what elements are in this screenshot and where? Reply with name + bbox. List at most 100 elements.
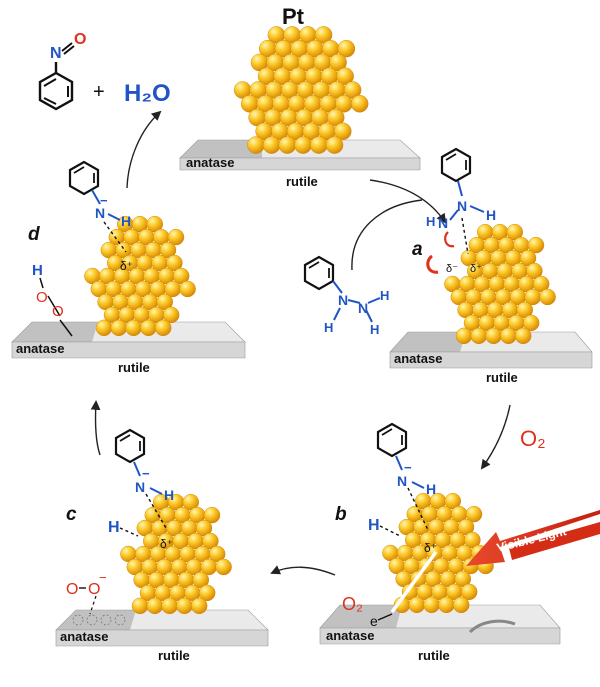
rutile-label: rutile — [486, 370, 518, 385]
pt-atom — [179, 280, 196, 298]
pt-atom — [336, 67, 354, 85]
vacancy-circles — [72, 614, 126, 626]
water-label: H₂O — [124, 80, 171, 107]
rutile-label: rutile — [286, 174, 318, 189]
nitrosobenzene: N O — [38, 31, 86, 111]
pt-atom — [167, 228, 185, 246]
pt-atom — [423, 596, 440, 614]
hydroxyl: H O O — [32, 262, 73, 337]
pt-atom — [327, 108, 345, 127]
reagent-H2: H — [370, 322, 379, 337]
step-c-label: c — [66, 504, 77, 525]
pt-atom — [539, 288, 556, 306]
surface-H: H — [108, 519, 139, 537]
products: N O + H₂O — [38, 31, 171, 111]
pt-cluster — [120, 493, 232, 615]
arrow-a-to-b — [480, 404, 511, 470]
step-b-label: b — [335, 504, 347, 525]
pt-cluster — [84, 215, 196, 337]
pt-title: Pt — [282, 4, 305, 29]
reagent-H3: H — [380, 288, 389, 303]
pt-atom — [500, 327, 517, 345]
reagent-H1: H — [324, 320, 333, 335]
pt-atom — [438, 596, 455, 614]
delta-plus: δ⁺ — [470, 263, 482, 275]
pt-atom — [176, 597, 193, 615]
pt-atom — [203, 506, 221, 524]
N1-atom: N — [457, 198, 467, 214]
delta-plus: δ⁺ — [424, 541, 437, 555]
pt-atom — [131, 597, 149, 615]
pt-atom — [337, 39, 356, 58]
OH-O: O — [36, 289, 48, 306]
step-d-label: d — [28, 224, 40, 245]
pt-atom — [527, 236, 545, 254]
step-a-label: a — [412, 239, 423, 260]
pt-atom — [190, 597, 208, 615]
plus-sign: + — [93, 81, 105, 103]
cycle-arrows — [90, 110, 511, 576]
rutile-label: rutile — [118, 360, 150, 375]
anatase-label: anatase — [16, 341, 64, 356]
anatase-label: anatase — [394, 351, 442, 366]
anatase-label: anatase — [186, 155, 234, 170]
pt-atom — [294, 136, 312, 154]
adsorbed-phenylhydrazine: N H N H δ⁻ δ⁺ — [426, 147, 496, 275]
H2-atom: H — [426, 214, 435, 229]
reagent-N1: N — [338, 292, 348, 308]
N-atom: N — [397, 473, 407, 489]
pt-atom — [526, 262, 543, 280]
reagent-N2: N — [358, 300, 368, 316]
electron-transfer: O₂ e — [342, 550, 438, 629]
N2-atom: N — [438, 215, 448, 231]
adsorbed-phenylhydrazine: N − H δ⁺ — [68, 160, 133, 273]
delta-plus: δ⁺ — [160, 537, 173, 551]
N-minus: − — [142, 466, 150, 481]
substrate-slab: anatase rutile — [389, 331, 593, 385]
top-bare-catalyst: anatase rutile Pt — [179, 4, 421, 189]
pt-atom — [461, 583, 478, 601]
pt-atom — [146, 597, 164, 615]
pt-atom — [325, 136, 344, 154]
anatase-label: anatase — [60, 629, 108, 644]
nitroso-O: O — [74, 31, 86, 48]
arrow-c-to-d — [90, 400, 101, 456]
pt-atom — [125, 319, 142, 337]
pt-atom — [314, 26, 333, 44]
superoxide-O1: O — [66, 581, 78, 598]
H-atom-surface: H — [368, 517, 380, 534]
pt-atom — [154, 319, 172, 337]
delta-plus: δ⁺ — [120, 259, 133, 273]
adsorbed-phenylhydrazine: N − H δ⁺ — [376, 422, 437, 555]
panel-b: b anatase rutile N − H δ⁺ H — [319, 422, 600, 663]
pt-atom — [470, 327, 487, 345]
substrate-slab: anatase rutile — [319, 604, 561, 663]
pt-atom — [278, 136, 297, 154]
H-atom: H — [164, 487, 174, 503]
N-atom: N — [135, 479, 145, 495]
pt-atom — [334, 122, 352, 141]
surface-H: H — [368, 517, 401, 537]
pt-cluster — [444, 223, 556, 345]
arrow-b-to-c — [270, 565, 336, 576]
pt-atom — [523, 314, 540, 332]
delta-minus: δ⁻ — [446, 263, 458, 275]
rutile-label: rutile — [158, 648, 190, 663]
panel-c: c anatase rutile N − H δ⁺ H — [55, 428, 269, 663]
pt-atom — [455, 327, 473, 345]
arrow-top-to-a — [369, 179, 447, 224]
H-atom: H — [486, 207, 496, 223]
pt-cluster — [233, 26, 369, 154]
superoxide-O2: O — [88, 581, 100, 598]
visible-light-arrow: Visible Light — [466, 510, 600, 566]
H-atom: H — [426, 481, 436, 497]
pt-cluster — [382, 492, 494, 614]
anatase-label: anatase — [326, 628, 374, 643]
o2-adsorbed: O₂ — [342, 594, 363, 614]
pt-atom — [329, 53, 347, 72]
pt-atom — [140, 319, 157, 337]
panel-a: a anatase rutile N H N H δ⁻ δ⁺ — [389, 147, 593, 385]
OH-H: H — [32, 262, 43, 279]
rutile-label: rutile — [418, 648, 450, 663]
